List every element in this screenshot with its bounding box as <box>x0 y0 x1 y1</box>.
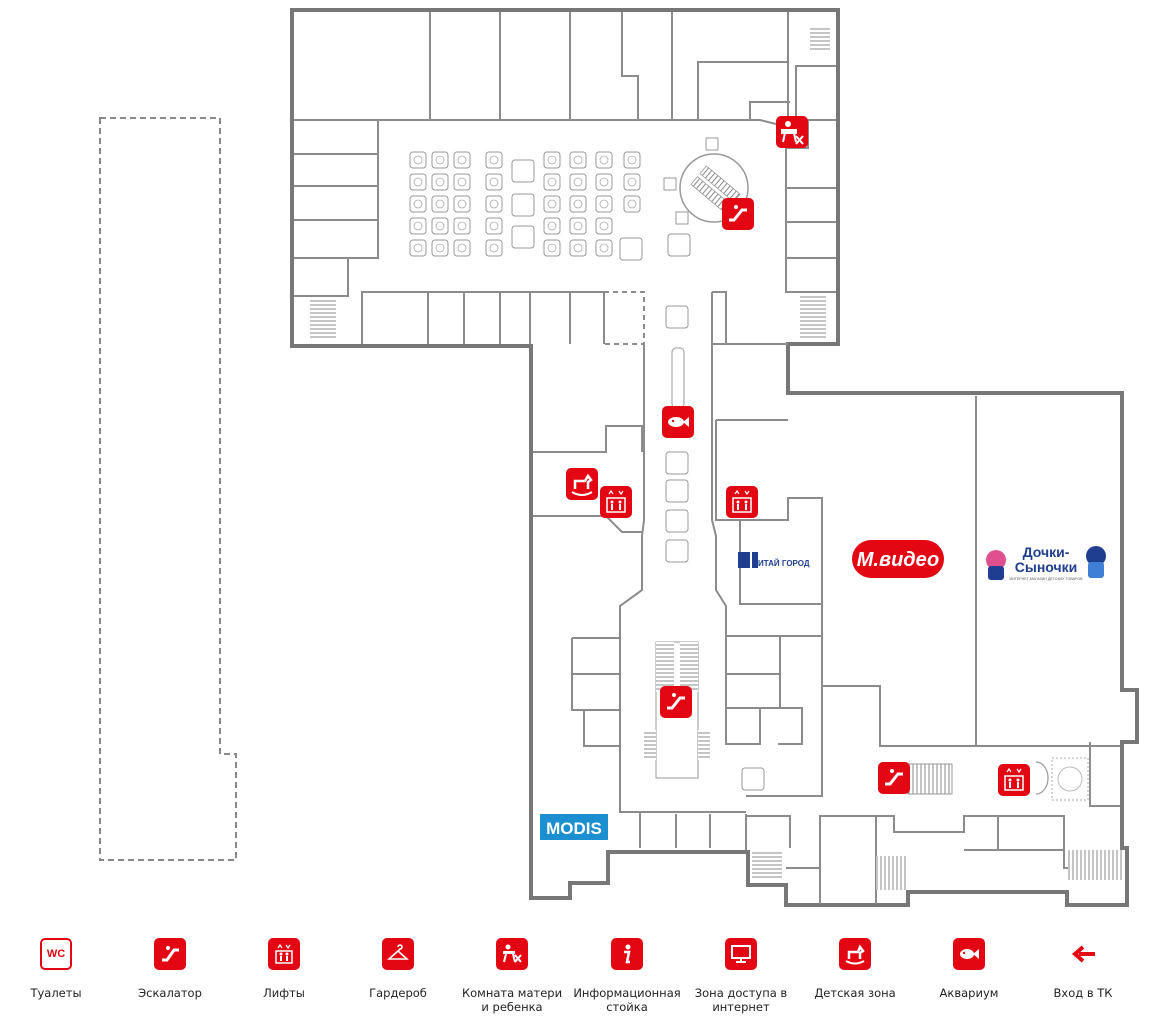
mother-child-icon <box>496 938 528 970</box>
legend-label: Туалеты <box>30 986 82 1000</box>
stairs <box>876 856 908 890</box>
info-icon <box>611 938 643 970</box>
mall-outer-wall <box>290 8 1139 907</box>
book-icon <box>738 552 750 568</box>
legend-item-aquarium[interactable]: Аквариум <box>909 930 1029 1000</box>
escalator-icon <box>154 938 186 970</box>
legend-label: Зона доступа в интернет <box>694 986 788 1014</box>
floor-plan-map: М.видео Дочки- Сыночки ИНТЕРНЕТ-МАГАЗИН … <box>99 8 1139 907</box>
legend-item-entrance[interactable]: Вход в ТК <box>1023 930 1143 1000</box>
store-mvideo[interactable]: М.видео <box>852 540 944 578</box>
store-dochki-synochki[interactable]: Дочки- Сыночки ИНТЕРНЕТ-МАГАЗИН ДЕТСКИХ … <box>986 544 1106 581</box>
character-icon <box>1086 546 1106 566</box>
rotunda <box>679 153 749 223</box>
legend-item-kids-zone[interactable]: Детская зона <box>795 930 915 1000</box>
wc-icon-text: WC <box>46 948 66 960</box>
legend-label: Информационная стойка <box>573 986 681 1014</box>
computer-icon <box>725 938 757 970</box>
store-modis[interactable]: MODIS <box>540 814 608 840</box>
mother-child-marker[interactable] <box>776 116 808 148</box>
partition-walls <box>294 12 1120 904</box>
legend-item-info-desk[interactable]: Информационная стойка <box>567 930 687 1014</box>
elevator-marker[interactable] <box>600 486 632 518</box>
stairs <box>800 296 826 340</box>
legend-label: Гардероб <box>369 986 427 1000</box>
escalator-marker[interactable] <box>878 762 910 794</box>
store-modis-label: MODIS <box>546 819 602 838</box>
store-dochki-label-line1: Дочки- <box>1023 544 1070 560</box>
legend-item-mother-child-room[interactable]: Комната матери и ребенка <box>452 930 572 1014</box>
legend-label: Лифты <box>263 986 305 1000</box>
legend-item-toilets[interactable]: WC Туалеты <box>0 930 116 1000</box>
legend-item-escalator[interactable]: Эскалатор <box>110 930 230 1000</box>
legend-label: Аквариум <box>939 986 999 1000</box>
store-dochki-tagline: ИНТЕРНЕТ-МАГАЗИН ДЕТСКИХ ТОВАРОВ <box>1009 577 1083 581</box>
legend-label: Вход в ТК <box>1053 986 1113 1000</box>
store-dochki-label-line2: Сыночки <box>1015 559 1077 575</box>
legend-label: Комната матери и ребенка <box>461 986 563 1014</box>
elevator-icon <box>268 938 300 970</box>
stairs <box>310 300 336 340</box>
legend-item-internet-zone[interactable]: Зона доступа в интернет <box>681 930 801 1014</box>
legend-label: Эскалатор <box>138 986 202 1000</box>
elevator-marker[interactable] <box>998 764 1030 796</box>
legend-item-elevators[interactable]: Лифты <box>224 930 344 1000</box>
stairs <box>752 852 782 878</box>
aquarium-marker[interactable] <box>662 406 694 438</box>
kids-zone-marker[interactable] <box>566 468 598 500</box>
entrance-arrow-icon <box>1067 938 1099 970</box>
legend-item-wardrobe[interactable]: Гардероб <box>338 930 458 1000</box>
escalator-marker[interactable] <box>722 198 754 230</box>
parking-outline <box>99 117 237 861</box>
store-chitai-gorod[interactable]: ЧИТАЙ ГОРОД <box>738 552 810 568</box>
character-icon <box>986 550 1006 570</box>
elevator-marker[interactable] <box>726 486 758 518</box>
rocking-horse-icon <box>839 938 871 970</box>
store-mvideo-label: М.видео <box>857 549 939 571</box>
wc-icon: WC <box>40 938 72 970</box>
store-chitai-label: ЧИТАЙ ГОРОД <box>752 559 810 568</box>
hanger-icon <box>382 938 414 970</box>
legend-label: Детская зона <box>814 986 896 1000</box>
stairs <box>810 26 830 50</box>
escalator-marker[interactable] <box>660 686 692 718</box>
fish-icon <box>953 938 985 970</box>
stairs <box>1068 850 1122 880</box>
map-legend: WC Туалеты Эскалатор Лифты Гардероб Комн… <box>0 930 1176 1035</box>
